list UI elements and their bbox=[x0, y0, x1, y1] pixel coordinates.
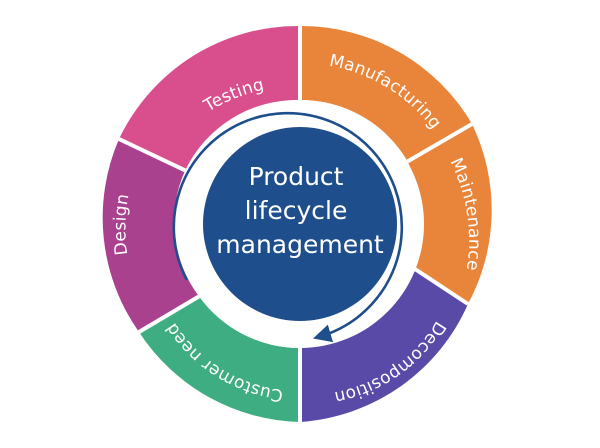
center-title: Product lifecycle management bbox=[216, 162, 384, 259]
segment-dividers bbox=[118, 26, 474, 422]
segment-testing bbox=[119, 25, 300, 171]
center-hub bbox=[203, 127, 397, 321]
cycle-arrow bbox=[172, 111, 404, 343]
center-line-1: Product bbox=[249, 162, 344, 191]
segment-maintenance bbox=[405, 124, 492, 304]
cycle-ring bbox=[102, 25, 492, 422]
center-line-3: management bbox=[216, 230, 384, 259]
segment-decomposition bbox=[300, 262, 468, 422]
label-design: Design bbox=[110, 192, 133, 256]
segment-customer-need bbox=[139, 296, 300, 422]
segment-manufacturing bbox=[300, 25, 472, 162]
center-line-2: lifecycle bbox=[245, 196, 348, 225]
segment-design bbox=[102, 139, 199, 332]
